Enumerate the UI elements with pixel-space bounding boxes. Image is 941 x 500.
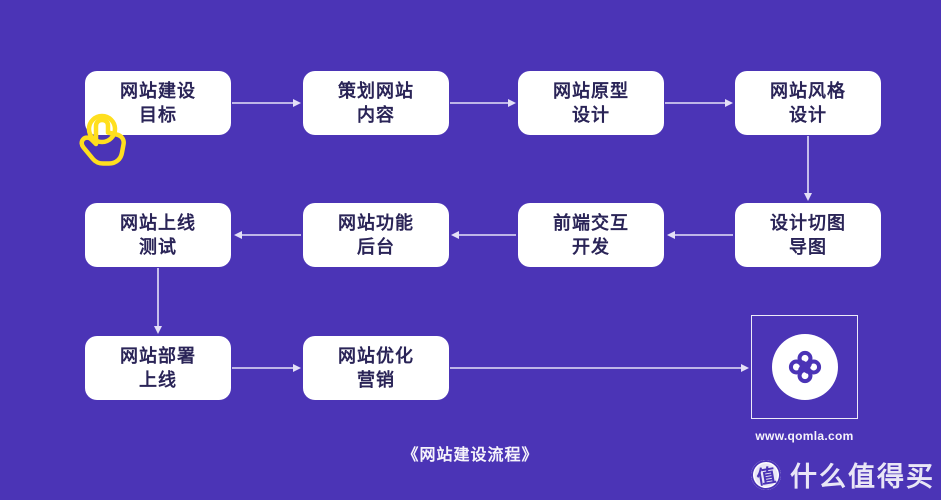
node-label-line: 上线 bbox=[139, 370, 177, 390]
node-label-line: 设计 bbox=[789, 105, 827, 125]
flow-node-test: 网站上线 测试 bbox=[85, 203, 231, 267]
website-url: www.qomla.com bbox=[755, 429, 854, 443]
node-label-line: 开发 bbox=[572, 237, 610, 257]
node-label-line: 网站优化 bbox=[338, 345, 414, 366]
flow-node-frontend: 前端交互 开发 bbox=[518, 203, 664, 267]
node-label-line: 网站功能 bbox=[338, 212, 414, 233]
node-label-line: 设计切图 bbox=[770, 212, 846, 233]
node-label-line: 导图 bbox=[789, 237, 827, 257]
node-label-line: 后台 bbox=[357, 237, 395, 257]
node-label-line: 网站部署 bbox=[120, 345, 196, 366]
node-label-line: 内容 bbox=[357, 105, 395, 125]
node-label-line: 网站风格 bbox=[770, 80, 846, 101]
zhi-badge-icon: 值 bbox=[748, 457, 784, 492]
logo-frame bbox=[751, 315, 858, 419]
node-label-line: 设计 bbox=[572, 105, 610, 125]
flow-node-backend: 网站功能 后台 bbox=[303, 203, 449, 267]
node-label-line: 网站原型 bbox=[553, 80, 629, 101]
flow-node-plan: 策划网站 内容 bbox=[303, 71, 449, 135]
node-label-line: 目标 bbox=[139, 105, 177, 125]
qomla-knot-icon bbox=[782, 350, 828, 390]
flow-node-slicing: 设计切图 导图 bbox=[735, 203, 881, 267]
flow-node-goal: 网站建设 目标 bbox=[85, 71, 231, 135]
node-label-line: 网站建设 bbox=[120, 80, 196, 101]
logo-circle bbox=[771, 334, 838, 400]
tap-cursor-icon bbox=[79, 113, 126, 166]
node-label-line: 策划网站 bbox=[338, 80, 414, 101]
diagram-caption: 《网站建设流程》 bbox=[402, 447, 539, 464]
node-label-line: 网站上线 bbox=[120, 212, 196, 233]
node-label-line: 前端交互 bbox=[553, 212, 629, 233]
flow-node-deploy: 网站部署 上线 bbox=[85, 336, 231, 400]
node-label-line: 营销 bbox=[357, 370, 395, 390]
flow-node-style: 网站风格 设计 bbox=[735, 71, 881, 135]
flow-node-seo: 网站优化 营销 bbox=[303, 336, 449, 400]
watermark-label: 什么值得买 bbox=[790, 462, 935, 492]
flow-node-prototype: 网站原型 设计 bbox=[518, 71, 664, 135]
node-label-line: 测试 bbox=[139, 237, 177, 257]
smzdm-watermark: 值 什么值得买 bbox=[748, 455, 935, 494]
